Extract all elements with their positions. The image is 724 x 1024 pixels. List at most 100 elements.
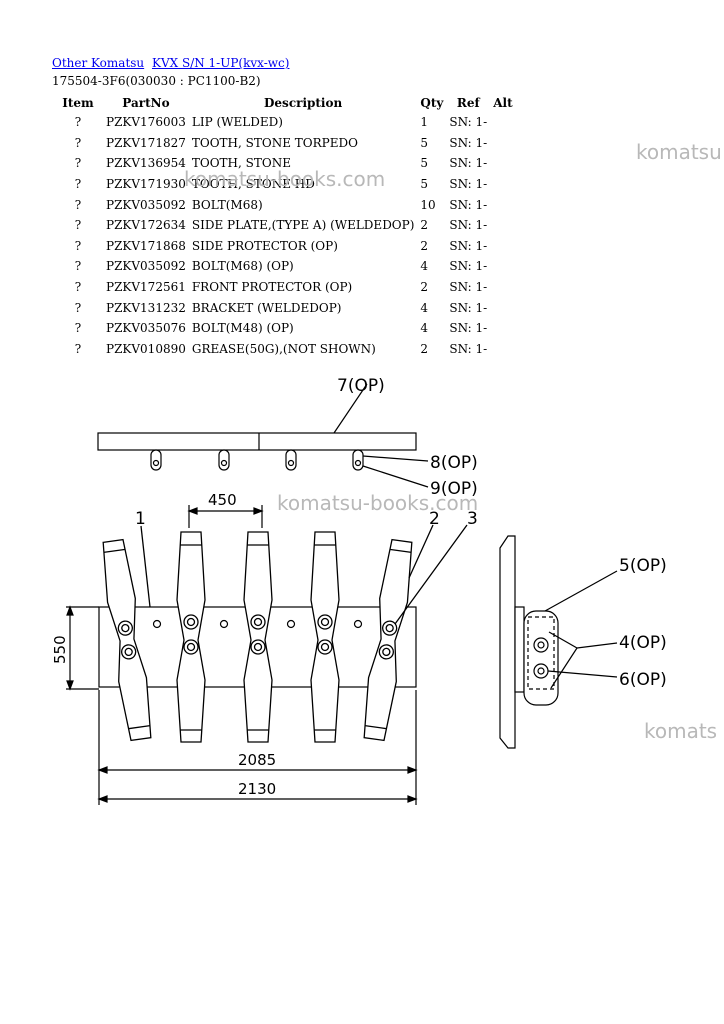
cell-partno: PZKV172561	[106, 280, 186, 295]
cell-qty: 4	[420, 321, 429, 336]
label-7: 7(OP)	[337, 376, 385, 396]
cell-item: ?	[74, 156, 82, 171]
cell-alt	[491, 194, 514, 215]
cell-ref: SN: 1-	[449, 115, 488, 130]
cell-description: BOLT(M48) (OP)	[191, 321, 294, 336]
cell-item: ?	[74, 259, 82, 274]
dim-2085-label: 2085	[238, 751, 276, 769]
cell-ref: SN: 1-	[449, 238, 488, 253]
header-item: Item	[62, 95, 94, 110]
cell-qty: 2	[420, 341, 429, 356]
cell-ref: SN: 1-	[449, 135, 488, 150]
cell-ref: SN: 1-	[449, 197, 488, 212]
breadcrumb-link-other-komatsu[interactable]: Other Komatsu	[52, 56, 145, 70]
cell-partno: PZKV171827	[106, 135, 186, 150]
cell-alt	[491, 215, 514, 236]
table-header-row: Item PartNo Description Qty Ref Alt	[54, 93, 515, 112]
cell-alt	[491, 339, 514, 360]
label-6: 6(OP)	[619, 670, 667, 690]
header-alt: Alt	[493, 95, 513, 110]
cell-partno: PZKV172634	[106, 218, 186, 233]
cell-alt	[491, 112, 514, 133]
label-4: 4(OP)	[619, 633, 667, 653]
cell-description: BOLT(M68)	[191, 197, 263, 212]
breadcrumb-link-kvx[interactable]: KVX S/N 1-UP(kvx-wc)	[151, 56, 290, 70]
cell-alt	[491, 277, 514, 298]
cell-partno: PZKV171868	[106, 238, 186, 253]
model-line: 175504-3F6(030030 : PC1100-B2)	[52, 74, 261, 88]
header-ref: Ref	[456, 95, 480, 110]
parts-table: Item PartNo Description Qty Ref Alt ? PZK…	[52, 93, 517, 359]
cell-description: BRACKET (WELDEDOP)	[191, 300, 342, 315]
dim-550-label: 550	[51, 635, 69, 664]
cell-partno: PZKV171930	[106, 177, 186, 192]
cell-alt	[491, 153, 514, 174]
cell-partno: PZKV035092	[106, 259, 186, 274]
cell-description: LIP (WELDED)	[191, 115, 283, 130]
cell-qty: 5	[420, 177, 429, 192]
table-row: ? PZKV171827 TOOTH, STONE TORPEDO 5 SN: 1-	[54, 133, 515, 154]
cell-alt	[491, 133, 514, 154]
cell-qty: 1	[420, 115, 429, 130]
dim-450-label: 450	[208, 491, 237, 509]
table-row: ? PZKV035092 BOLT(M68) 10 SN: 1-	[54, 194, 515, 215]
cell-alt	[491, 297, 514, 318]
cell-partno: PZKV010890	[106, 341, 186, 356]
cell-description: GREASE(50G),(NOT SHOWN)	[191, 341, 376, 356]
header-description: Description	[264, 95, 343, 110]
cell-qty: 2	[420, 280, 429, 295]
cell-description: FRONT PROTECTOR (OP)	[191, 280, 353, 295]
cell-ref: SN: 1-	[449, 218, 488, 233]
cell-description: SIDE PROTECTOR (OP)	[191, 238, 338, 253]
cell-item: ?	[74, 218, 82, 233]
label-5: 5(OP)	[619, 556, 667, 576]
cell-item: ?	[74, 197, 82, 212]
cell-ref: SN: 1-	[449, 156, 488, 171]
table-row: ? PZKV171868 SIDE PROTECTOR (OP) 2 SN: 1-	[54, 236, 515, 257]
cell-item: ?	[74, 177, 82, 192]
cell-qty: 5	[420, 135, 429, 150]
label-3: 3	[467, 509, 478, 529]
cell-description: TOOTH, STONE HD	[191, 177, 315, 192]
cell-qty: 2	[420, 238, 429, 253]
cell-ref: SN: 1-	[449, 259, 488, 274]
cell-item: ?	[74, 135, 82, 150]
dim-2130-label: 2130	[238, 780, 276, 798]
front-protector-view	[97, 383, 429, 488]
cell-item: ?	[74, 300, 82, 315]
cell-partno: PZKV035092	[106, 197, 186, 212]
cell-item: ?	[74, 115, 82, 130]
cell-ref: SN: 1-	[449, 280, 488, 295]
cell-description: TOOTH, STONE TORPEDO	[191, 135, 358, 150]
cell-qty: 4	[420, 259, 429, 274]
cell-ref: SN: 1-	[449, 341, 488, 356]
header-partno: PartNo	[122, 95, 170, 110]
cell-qty: 5	[420, 156, 429, 171]
cell-item: ?	[74, 238, 82, 253]
dim-550	[66, 605, 99, 691]
cell-alt	[491, 256, 514, 277]
header-qty: Qty	[420, 95, 444, 110]
dim-450	[187, 505, 264, 528]
cell-ref: SN: 1-	[449, 177, 488, 192]
cell-ref: SN: 1-	[449, 321, 488, 336]
cell-qty: 2	[420, 218, 429, 233]
cell-alt	[491, 174, 514, 195]
cell-description: TOOTH, STONE	[191, 156, 291, 171]
label-2: 2	[429, 509, 440, 529]
cell-qty: 4	[420, 300, 429, 315]
teeth	[102, 524, 468, 743]
table-row: ? PZKV171930 TOOTH, STONE HD 5 SN: 1-	[54, 174, 515, 195]
parts-drawing: 7(OP) 8(OP) 9(OP) 450 1 2 3 550 5(OP) 4(…	[51, 376, 667, 805]
cell-qty: 10	[420, 197, 436, 212]
cell-partno: PZKV136954	[106, 156, 186, 171]
side-view	[499, 535, 618, 749]
cell-item: ?	[74, 321, 82, 336]
cell-alt	[491, 236, 514, 257]
cell-item: ?	[74, 341, 82, 356]
table-row: ? PZKV010890 GREASE(50G),(NOT SHOWN) 2 SN: 1…	[54, 339, 515, 360]
cell-partno: PZKV176003	[106, 115, 186, 130]
